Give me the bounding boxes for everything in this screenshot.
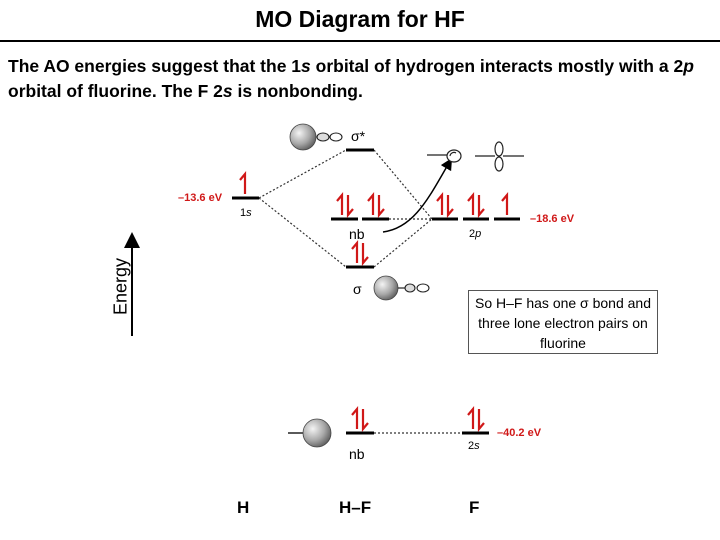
sigma-orbital-icon (373, 275, 430, 301)
column-label-hf: H–F (339, 498, 372, 517)
h-1s-label: 1s (240, 207, 252, 219)
sigma-label: σ (353, 281, 362, 297)
energy-levels (232, 148, 520, 435)
p-orbital-horizontal-icon (427, 149, 462, 163)
energy-axis-label: Energy (110, 257, 131, 316)
sigma-star-orbital-icon (289, 123, 343, 151)
nb-s-label: nb (349, 446, 365, 462)
f-2p-energy: –18.6 eV (530, 213, 575, 225)
column-label-h: H (237, 498, 250, 517)
nb-pointer-arrow (382, 157, 453, 233)
summary-note: So H–F has one σ bond and three lone ele… (468, 290, 658, 354)
nb-s-orbital-icon (288, 418, 332, 448)
p-orbital-vertical-icon (475, 141, 524, 172)
intro-text: The AO energies suggest that the 1s orbi… (8, 56, 694, 101)
column-label-f: F (469, 498, 480, 517)
electron-arrows (239, 170, 509, 433)
sigma-star-label: σ* (351, 128, 366, 144)
title-divider (0, 40, 720, 42)
f-2s-energy: –40.2 eV (497, 427, 542, 439)
f-2p-label: 2p (469, 228, 482, 240)
nb-p-label: nb (349, 226, 365, 242)
slide-title: MO Diagram for HF (255, 6, 465, 32)
h-1s-energy: –13.6 eV (178, 192, 223, 204)
f-2s-label: 2s (468, 440, 480, 452)
